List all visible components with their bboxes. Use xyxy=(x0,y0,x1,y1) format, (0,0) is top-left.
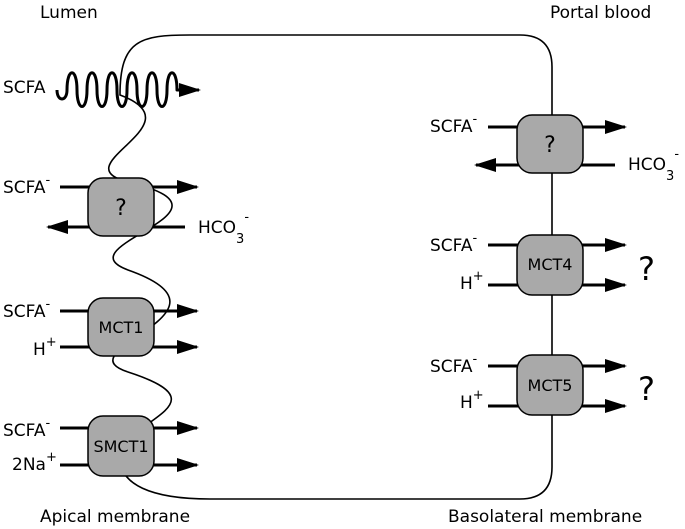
scfa-label: SCFA- xyxy=(430,112,478,137)
bicarbonate-label: HCO3- xyxy=(198,210,249,247)
transporter-name: ? xyxy=(115,196,127,221)
transporter-name: ? xyxy=(544,133,556,158)
transporter-name: MCT1 xyxy=(99,318,144,337)
proton-label: H+ xyxy=(460,269,484,294)
sodium-label: 2Na+ xyxy=(12,450,57,475)
transporter-box xyxy=(516,234,584,296)
scfa-label: SCFA- xyxy=(3,173,51,198)
transporter-box xyxy=(87,415,155,477)
basolateral-mct5-transporter: MCT5 SCFA- H+ ? xyxy=(430,352,655,416)
transporter-box xyxy=(516,114,584,174)
proton-label: H+ xyxy=(33,335,57,360)
scfa-label: SCFA- xyxy=(430,231,478,256)
scfa-label: SCFA- xyxy=(3,416,51,441)
diffusion-scfa-label: SCFA xyxy=(3,78,46,98)
transporter-name: SMCT1 xyxy=(93,437,148,456)
bicarbonate-label: HCO3- xyxy=(628,147,679,184)
basolateral-membrane-label: Basolateral membrane xyxy=(448,507,642,527)
portal-blood-label: Portal blood xyxy=(550,3,651,23)
diffusion-wave-arrow xyxy=(55,71,201,108)
apical-unknown-exchanger: ? SCFA- HCO3- xyxy=(3,173,249,247)
basolateral-mct4-transporter: MCT4 SCFA- H+ ? xyxy=(430,231,655,296)
lumen-label: Lumen xyxy=(40,3,98,23)
apical-mct1-transporter: MCT1 SCFA- H+ xyxy=(3,297,199,360)
unknown-transport-mark: ? xyxy=(638,250,655,288)
scfa-label: SCFA- xyxy=(3,297,51,322)
transporter-name: MCT5 xyxy=(528,376,573,395)
scfa-label: SCFA- xyxy=(430,352,478,377)
transporter-box xyxy=(87,177,155,237)
basolateral-unknown-exchanger: ? SCFA- HCO3- xyxy=(430,112,679,184)
apical-membrane-label: Apical membrane xyxy=(40,507,190,527)
apical-smct1-transporter: SMCT1 SCFA- 2Na+ xyxy=(3,415,199,477)
transporter-box xyxy=(87,297,155,357)
proton-label: H+ xyxy=(460,388,484,413)
transporter-name: MCT4 xyxy=(528,255,573,274)
transporter-box xyxy=(516,354,584,416)
unknown-transport-mark: ? xyxy=(638,370,655,408)
